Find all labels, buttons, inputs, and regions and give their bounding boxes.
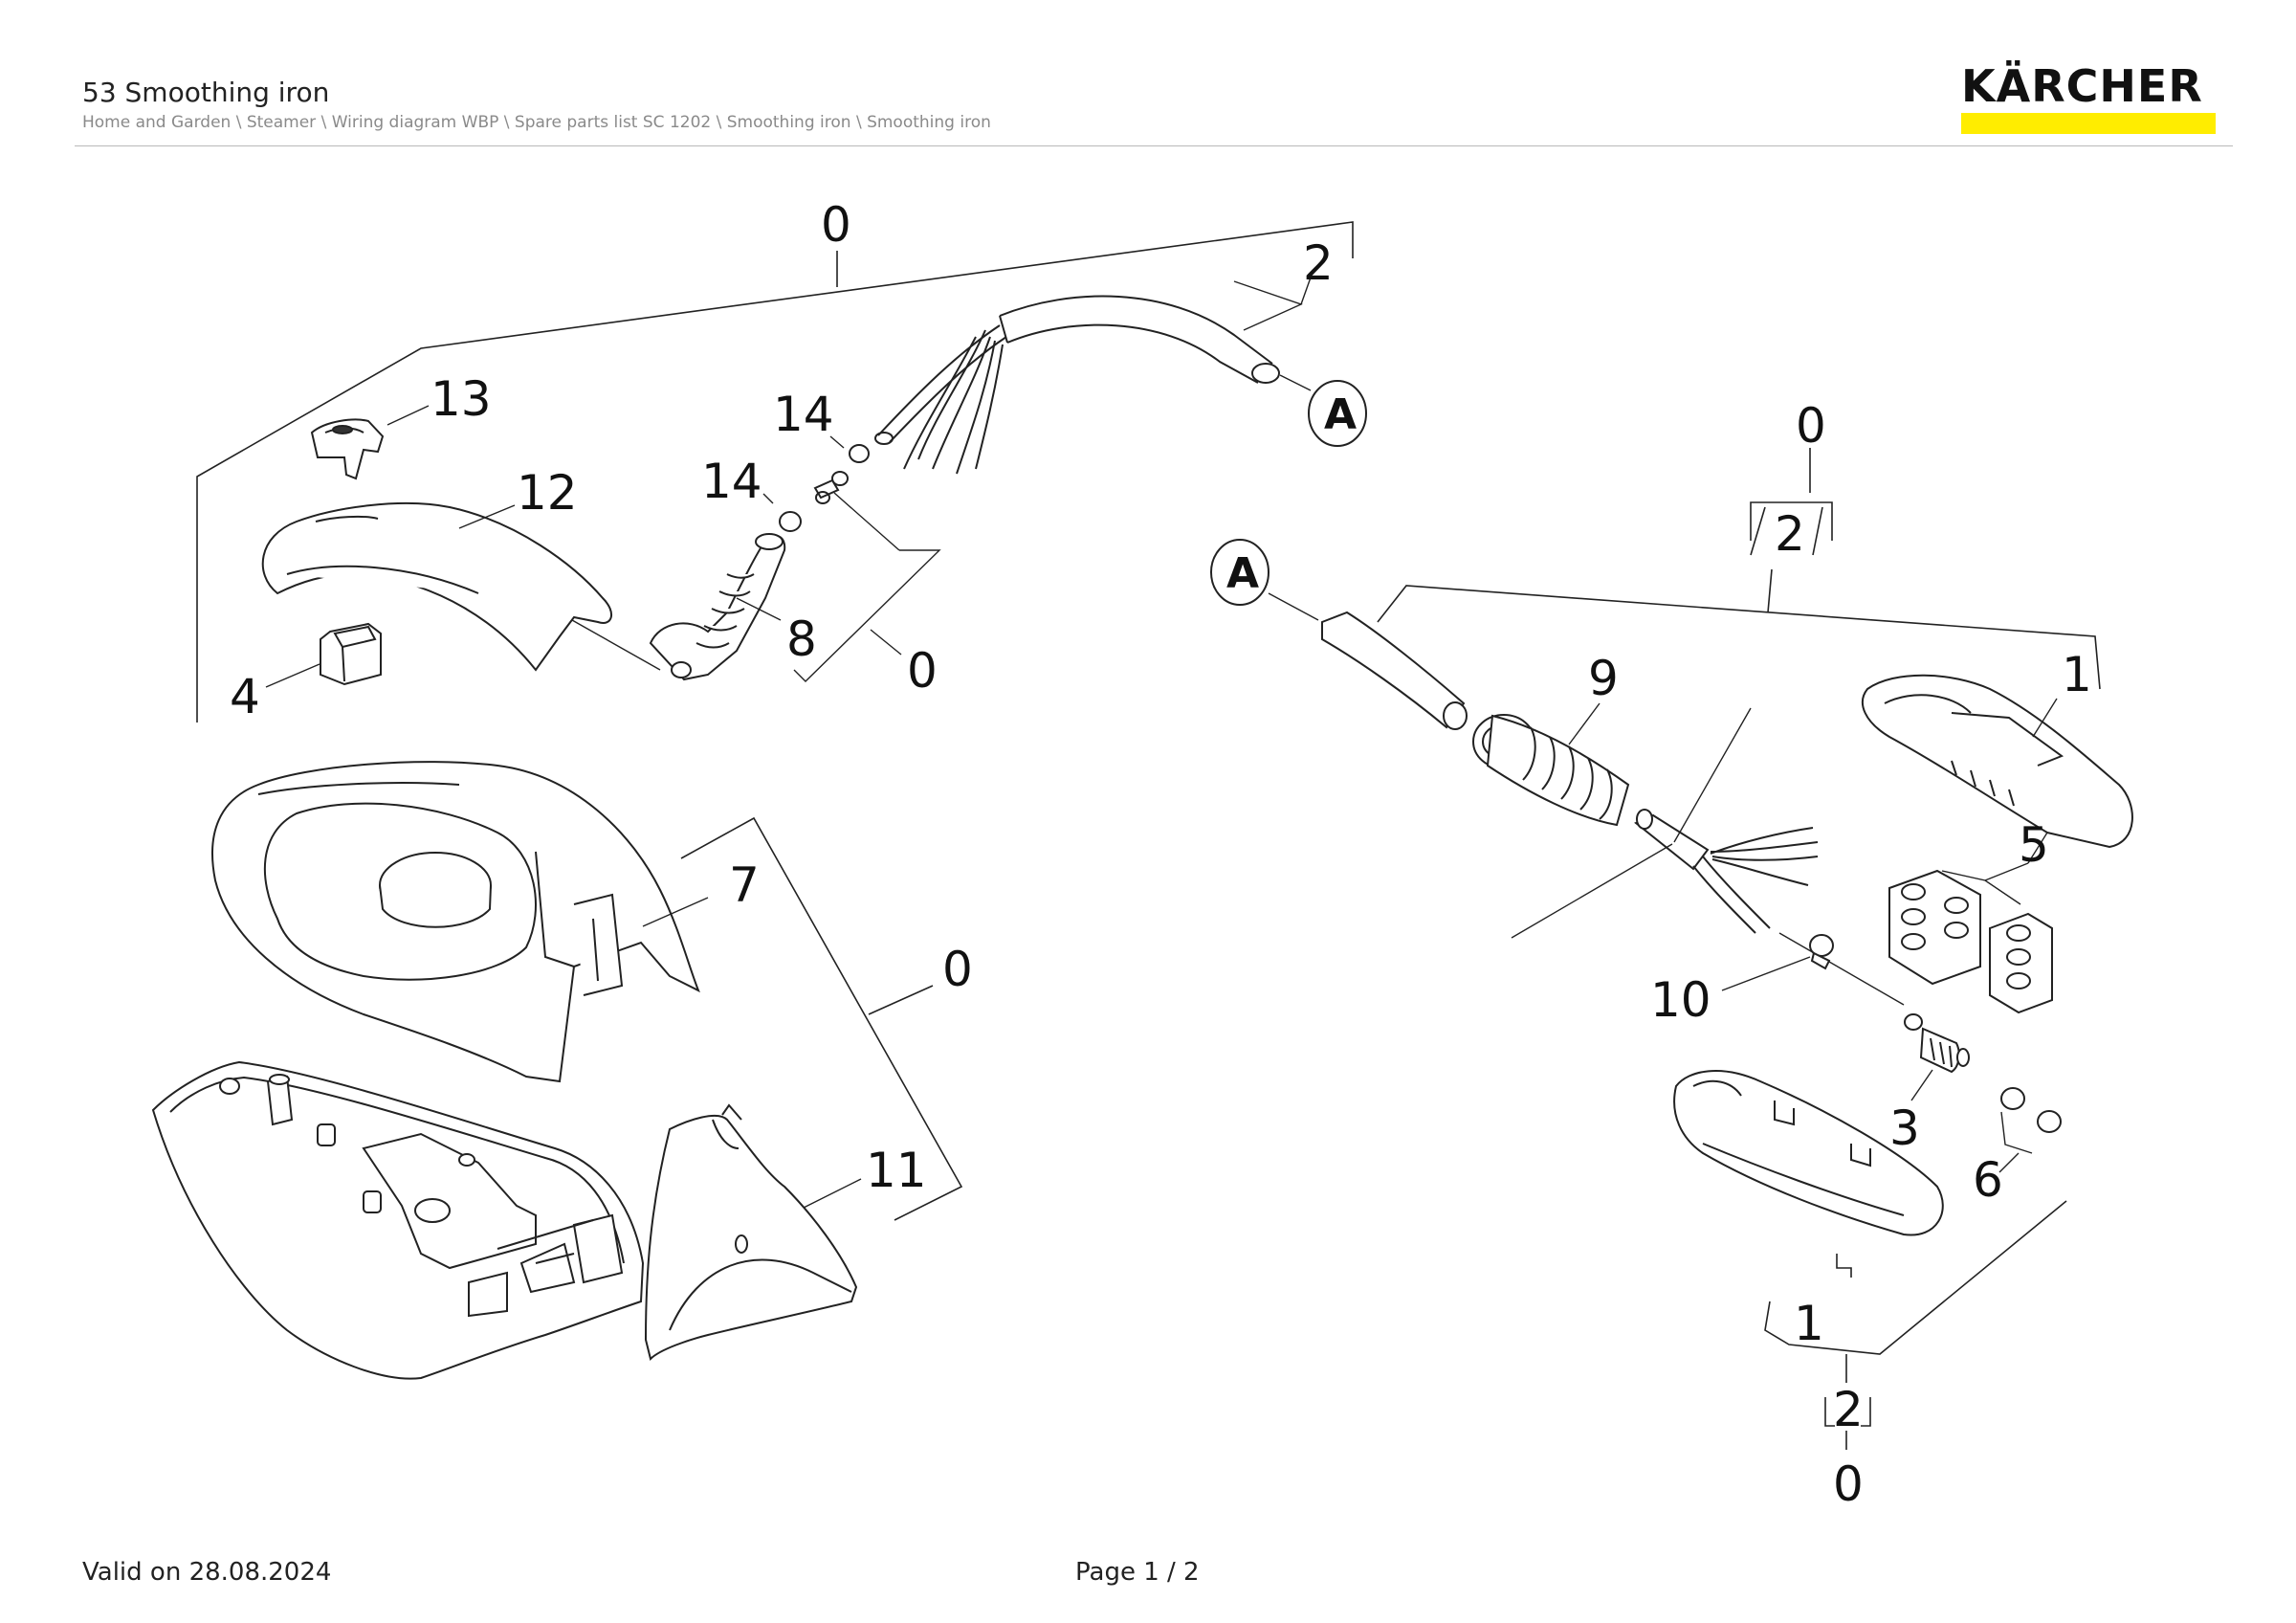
part-12-handle-cover[interactable] (261, 502, 612, 672)
part-cable-end[interactable] (1321, 611, 1468, 730)
part-14-ring-b[interactable] (779, 511, 802, 532)
part-cable-wires[interactable] (1634, 809, 1819, 934)
label-group-right: 0 (1796, 398, 1826, 454)
label-part-11: 11 (866, 1143, 927, 1198)
label-part-6: 6 (1973, 1152, 2003, 1208)
label-part-3: 3 (1889, 1101, 1920, 1156)
page-title: 53 Smoothing iron (82, 77, 330, 108)
leader-7 (642, 897, 709, 927)
callout-a-label-2: A (1226, 549, 1259, 598)
leader-11 (803, 1178, 862, 1209)
part-5-terminal-block[interactable] (1888, 869, 2053, 1014)
part-4-switch[interactable] (320, 622, 382, 686)
part-3-connector[interactable] (1904, 1013, 1970, 1074)
label-right-2: 2 (1775, 506, 1805, 562)
label-bottom-2: 2 (1833, 1382, 1864, 1437)
label-part-14a: 14 (773, 387, 834, 442)
part-1-shell-bottom[interactable] (1673, 1070, 1944, 1236)
footer-page-number: Page 1 / 2 (1075, 1558, 1200, 1587)
footer-valid-date: Valid on 28.08.2024 (82, 1558, 332, 1587)
part-8-sleeve[interactable] (649, 533, 786, 681)
group-bracket-right (1377, 448, 2101, 690)
label-group-top: 0 (821, 197, 851, 253)
leader-3 (1910, 1069, 1933, 1101)
part-11-rear-cover[interactable] (644, 1103, 858, 1361)
part-9-kink-protector[interactable] (1472, 714, 1630, 827)
leader-cable (1233, 277, 1312, 391)
label-part-14b: 14 (701, 454, 762, 509)
leader-cable-right (1511, 707, 1905, 1006)
leader-6 (1998, 1111, 2033, 1173)
part-1-shell-top[interactable] (1862, 674, 2133, 849)
brand-stripe (1961, 113, 2216, 134)
callout-a-top: A (1308, 380, 1367, 447)
leader-1-top (2032, 698, 2058, 738)
label-part-4: 4 (230, 669, 260, 724)
part-2-cable[interactable] (874, 295, 1280, 475)
part-14-ring-a[interactable] (813, 444, 870, 504)
label-part-1-bottom: 1 (1794, 1296, 1824, 1351)
label-bottom-0: 0 (1833, 1456, 1864, 1512)
label-part-8: 8 (786, 611, 817, 667)
label-part-13: 13 (430, 371, 492, 427)
label-part-1-top: 1 (2062, 647, 2092, 702)
part-10-clip[interactable] (1809, 934, 1834, 970)
leader-13 (386, 405, 430, 426)
label-cable-2: 2 (1303, 235, 1334, 291)
leader-12 (458, 504, 516, 529)
group-bracket-bottom (1764, 1200, 2067, 1450)
header-divider (75, 145, 2233, 146)
leader-handle-group (571, 435, 941, 682)
part-13-cap[interactable] (310, 418, 385, 480)
leader-4 (265, 663, 320, 688)
label-group-handle: 0 (907, 643, 938, 699)
brand-wordmark: KÄRCHER (1961, 60, 2203, 112)
leader-5 (1941, 832, 2048, 905)
label-part-9: 9 (1588, 651, 1619, 706)
callout-a-label: A (1324, 390, 1357, 439)
leader-10 (1721, 956, 1811, 991)
brand-logo: KÄRCHER (1961, 63, 2216, 134)
leader-9 (1568, 702, 1601, 745)
breadcrumb[interactable]: Home and Garden \ Steamer \ Wiring diagr… (82, 113, 991, 132)
label-part-7: 7 (729, 857, 760, 913)
callout-a-right: A (1210, 539, 1269, 606)
part-6-caps[interactable] (2000, 1087, 2062, 1133)
label-group-mid: 0 (942, 942, 973, 997)
group-bracket-top (196, 221, 1354, 723)
diagram-labels: 0 2 13 12 14 14 8 0 4 7 0 11 0 2 9 1 5 1… (230, 197, 2092, 1512)
label-part-10: 10 (1650, 972, 1711, 1028)
part-7-housing[interactable] (211, 761, 700, 1083)
leader-a-right (1268, 592, 1319, 621)
label-part-12: 12 (517, 465, 578, 521)
label-part-5: 5 (2019, 817, 2049, 873)
group-bracket-mid (680, 816, 963, 1221)
soleplate[interactable] (151, 1060, 645, 1380)
